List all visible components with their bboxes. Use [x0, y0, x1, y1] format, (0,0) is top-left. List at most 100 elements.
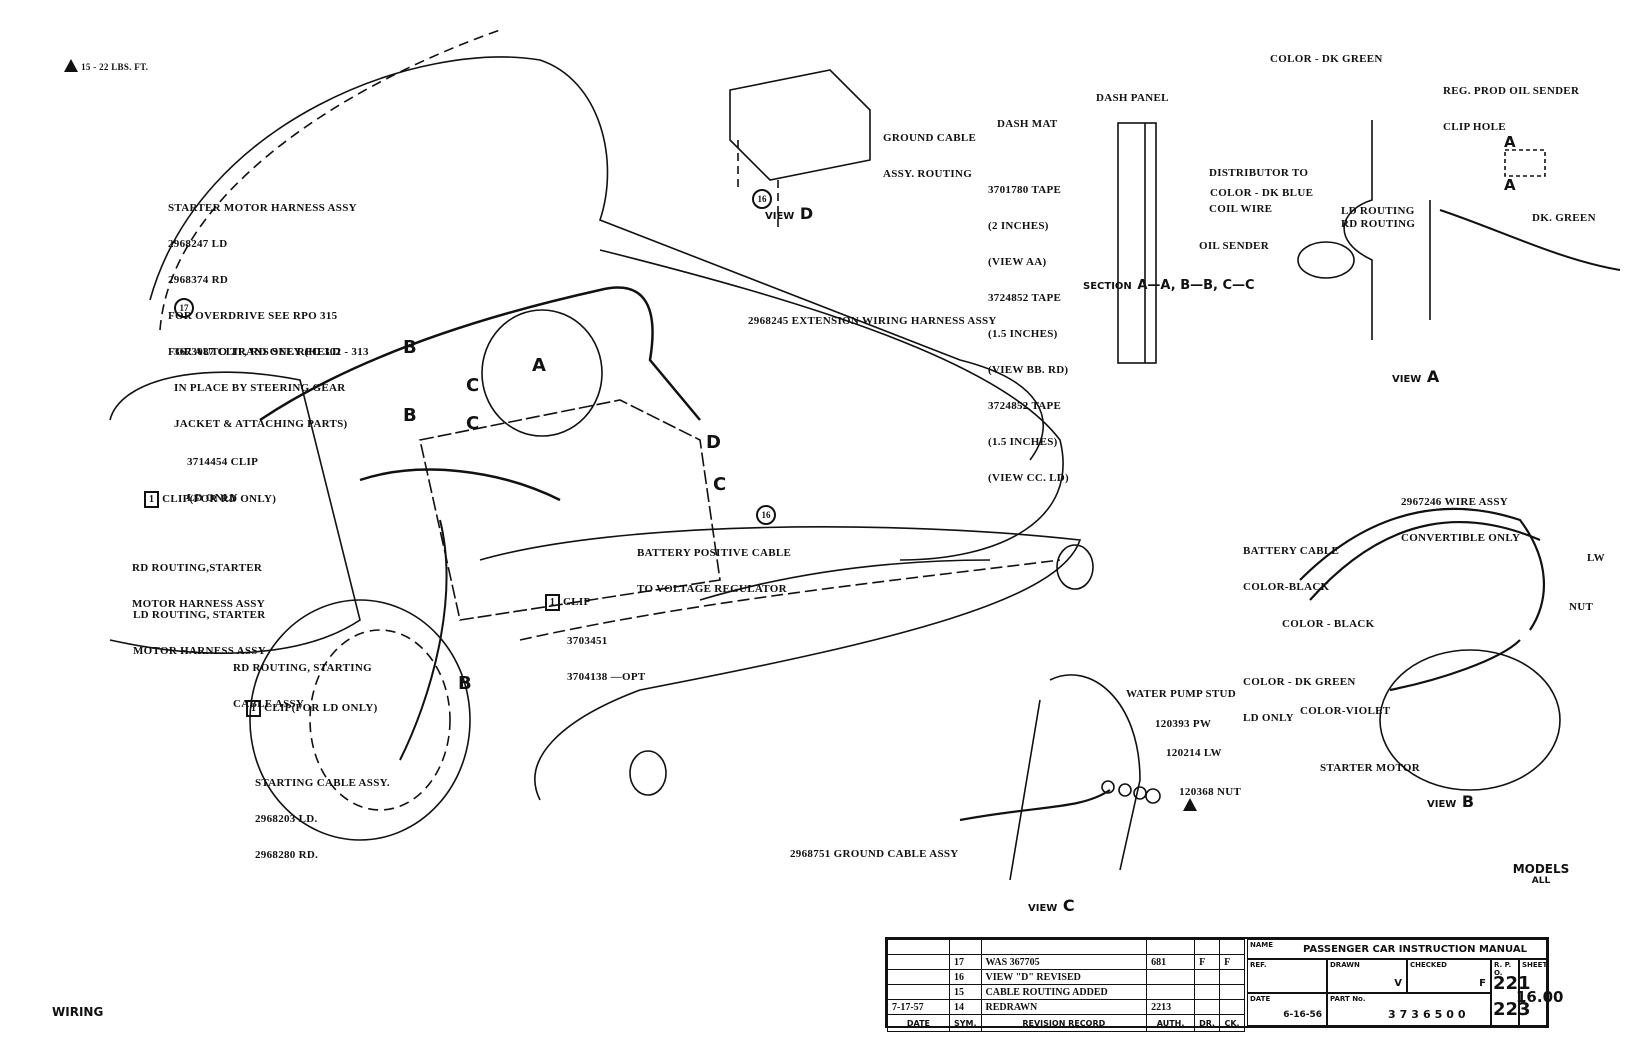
item-1-box: 1 — [545, 594, 560, 611]
sheet-title: WIRING — [52, 1005, 104, 1019]
battery-box — [729, 69, 871, 181]
clip-17-label: 3673087 CLIP, RD ONLY (HELD IN PLACE BY … — [174, 346, 348, 430]
tire — [249, 599, 471, 841]
ground-cable-c — [959, 789, 1111, 822]
ld-routing-starter-label: LD ROUTING, STARTER MOTOR HARNESS ASSY — [133, 609, 266, 657]
dash-mat-label: DASH MAT — [997, 118, 1058, 130]
section-caption: SECTION A—A, B—B, C—C — [1083, 278, 1255, 293]
callout-16: 16 — [752, 189, 772, 209]
revision-row — [887, 939, 1245, 955]
lw-label: LW — [1587, 552, 1605, 564]
nut-label: NUT — [1569, 601, 1594, 613]
section-marker-c: C — [466, 413, 480, 434]
dk-green-wire — [1439, 209, 1621, 271]
tape-labels: 3701780 TAPE (2 INCHES) (VIEW AA) 372485… — [988, 184, 1070, 484]
sheet-cell: SHEET 16.00 — [1516, 959, 1563, 1026]
checked-cell: CHECKED F — [1407, 959, 1491, 993]
rd-routing-label: RD ROUTING — [1341, 218, 1416, 230]
section-marker-a: A — [532, 355, 546, 376]
water-pump-stud-label: WATER PUMP STUD — [1126, 688, 1237, 700]
headlight-left — [629, 750, 667, 796]
section-marker-b: B — [403, 405, 417, 426]
part-number-cell: PART No. 3736500 — [1327, 993, 1491, 1026]
windshield-outline — [159, 29, 501, 331]
starting-cable-label: STARTING CABLE ASSY. 2968203 LD. 2968280… — [255, 777, 390, 861]
lw-label: 120214 LW — [1166, 747, 1222, 759]
starter-motor-label: STARTER MOTOR — [1320, 762, 1420, 774]
section-marker-b: B — [403, 337, 417, 358]
color-dk-blue-label: COLOR - DK BLUE — [1210, 187, 1314, 199]
title-info: NAME PASSENGER CAR INSTRUCTION MANUAL RE… — [1247, 939, 1563, 1026]
ground-cable-routing-label: GROUND CABLE ASSY. ROUTING — [883, 132, 977, 180]
dk-green-label: DK. GREEN — [1532, 212, 1596, 224]
drawn-cell: DRAWN V — [1327, 959, 1407, 993]
view-c-title: VIEW C — [1028, 896, 1075, 915]
dash-panel-label: DASH PANEL — [1096, 92, 1169, 104]
headlight-right — [1056, 544, 1094, 590]
rpo-cell: R. P. O. 221 223 — [1491, 959, 1531, 1026]
grille — [699, 559, 991, 601]
view-marker-d: D — [706, 432, 721, 453]
extension-harness-label: 2968245 EXTENSION WIRING HARNESS ASSY — [748, 315, 997, 327]
wire-harness-2 — [359, 468, 561, 502]
clip-3714454-label: 3714454 CLIP LD ONLY — [187, 456, 259, 504]
engine-block-c — [1009, 674, 1141, 881]
rd-routing-starter-label: RD ROUTING,STARTER MOTOR HARNESS ASSY — [132, 562, 265, 610]
nut-label: 120368 NUT — [1173, 774, 1241, 812]
color-dk-green-ld-label: COLOR - DK GREEN LD ONLY — [1243, 676, 1356, 724]
models-block: MODELS ALL — [1512, 862, 1570, 886]
cables-b — [1299, 507, 1545, 631]
name-cell: NAME PASSENGER CAR INSTRUCTION MANUAL — [1247, 939, 1547, 959]
date-cell: DATE 6-16-56 — [1247, 993, 1327, 1026]
bumper-lower — [519, 559, 1061, 641]
section-mark-a-bottom: A — [1504, 176, 1516, 194]
ld-routing-label: LD ROUTING — [1341, 205, 1415, 217]
item-1-box: 1 — [144, 491, 160, 508]
view-marker-b: B — [458, 673, 472, 694]
starter-harness-label: STARTER MOTOR HARNESS ASSY 2968247 LD 29… — [168, 202, 369, 358]
starter-cable — [399, 519, 448, 761]
fender-left — [109, 371, 361, 654]
warning-triangle-icon — [1183, 798, 1198, 811]
wire-assy-label: 2967246 WIRE ASSY CONVERTIBLE ONLY — [1401, 496, 1521, 544]
callout-16: 16 — [756, 505, 776, 525]
callout-17: 17 — [174, 298, 194, 318]
rd-routing-starting-cable-label: RD ROUTING, STARTING CABLE ASSY — [233, 662, 372, 710]
color-dk-green-label: COLOR - DK GREEN — [1270, 53, 1383, 65]
wire-harness — [259, 286, 701, 422]
view-b-title: VIEW B — [1427, 792, 1475, 811]
detail-circle-a — [481, 309, 603, 437]
starter-motor-body — [1379, 649, 1561, 791]
view-a-title: VIEW A — [1392, 367, 1440, 386]
reg-prod-label: REG. PROD OIL SENDER CLIP HOLE — [1443, 85, 1580, 133]
warning-triangle-icon — [64, 59, 79, 72]
distributor — [1343, 120, 1431, 340]
fender-front — [599, 249, 1064, 561]
ref-cell: REF. — [1247, 959, 1327, 993]
bumper — [479, 526, 1082, 801]
distributor-label: DISTRIBUTOR TO COIL WIRE — [1209, 167, 1309, 215]
oil-sender — [1297, 241, 1355, 279]
view-marker-c: C — [713, 474, 727, 495]
cables-b2 — [1309, 520, 1541, 601]
section-a-box — [1504, 149, 1546, 177]
battery-positive-label: BATTERY POSITIVE CABLE TO VOLTAGE REGULA… — [637, 547, 792, 595]
pw-label: 120393 PW — [1155, 718, 1212, 730]
view-d-title: VIEW D — [765, 204, 814, 223]
firewall — [419, 399, 721, 621]
color-violet-label: COLOR-VIOLET — [1300, 705, 1391, 717]
section-mark-a-top: A — [1504, 133, 1516, 151]
ground-cable-assy-label: 2968751 GROUND CABLE ASSY — [790, 848, 959, 860]
torque-note: 15 - 22 LBS. FT. — [58, 47, 148, 73]
dash-panel-section — [1117, 122, 1157, 364]
